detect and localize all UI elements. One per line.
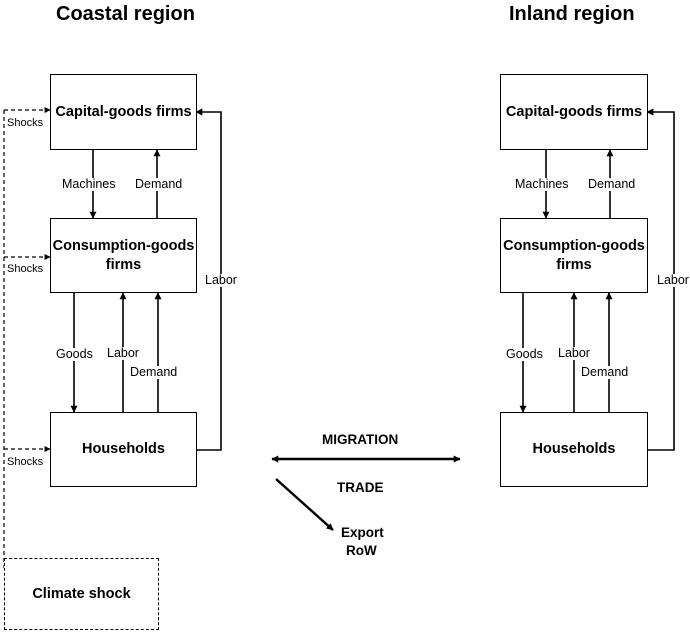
- inland-consumption-goods-box: Consumption-goods firms: [500, 218, 648, 293]
- inland-demand-mid-label: Demand: [580, 365, 630, 379]
- coastal-capital-goods-box: Capital-goods firms: [50, 74, 197, 150]
- coastal-demand-mid-label: Demand: [129, 365, 179, 379]
- inland-labor-side-label: Labor: [656, 273, 690, 287]
- coastal-title: Coastal region: [56, 3, 195, 25]
- inland-goods-label: Goods: [505, 347, 544, 361]
- inland-households-box: Households: [500, 412, 648, 487]
- coastal-households-box: Households: [50, 412, 197, 487]
- shocks-label-consumption: Shocks: [6, 263, 45, 275]
- trade-label: TRADE: [337, 480, 384, 495]
- coastal-consumption-goods-box: Consumption-goods firms: [50, 218, 197, 293]
- shocks-label-households: Shocks: [6, 456, 45, 468]
- inland-title: Inland region: [509, 3, 635, 25]
- coastal-demand-top-label: Demand: [134, 177, 184, 191]
- coastal-labor-mid-label: Labor: [106, 346, 140, 360]
- export-label: Export: [341, 525, 384, 540]
- shocks-label-capital: Shocks: [6, 117, 45, 129]
- export-arrow: [275, 478, 334, 531]
- inland-machines-label: Machines: [514, 177, 570, 191]
- inland-labor-mid-label: Labor: [557, 346, 591, 360]
- inland-demand-top-label: Demand: [587, 177, 637, 191]
- migration-label: MIGRATION: [322, 432, 399, 447]
- inland-capital-goods-box: Capital-goods firms: [500, 74, 648, 150]
- coastal-machines-label: Machines: [61, 177, 117, 191]
- coastal-goods-label: Goods: [55, 347, 94, 361]
- row-label: RoW: [346, 543, 377, 558]
- coastal-labor-side-label: Labor: [204, 273, 238, 287]
- climate-shock-box: Climate shock: [4, 558, 159, 630]
